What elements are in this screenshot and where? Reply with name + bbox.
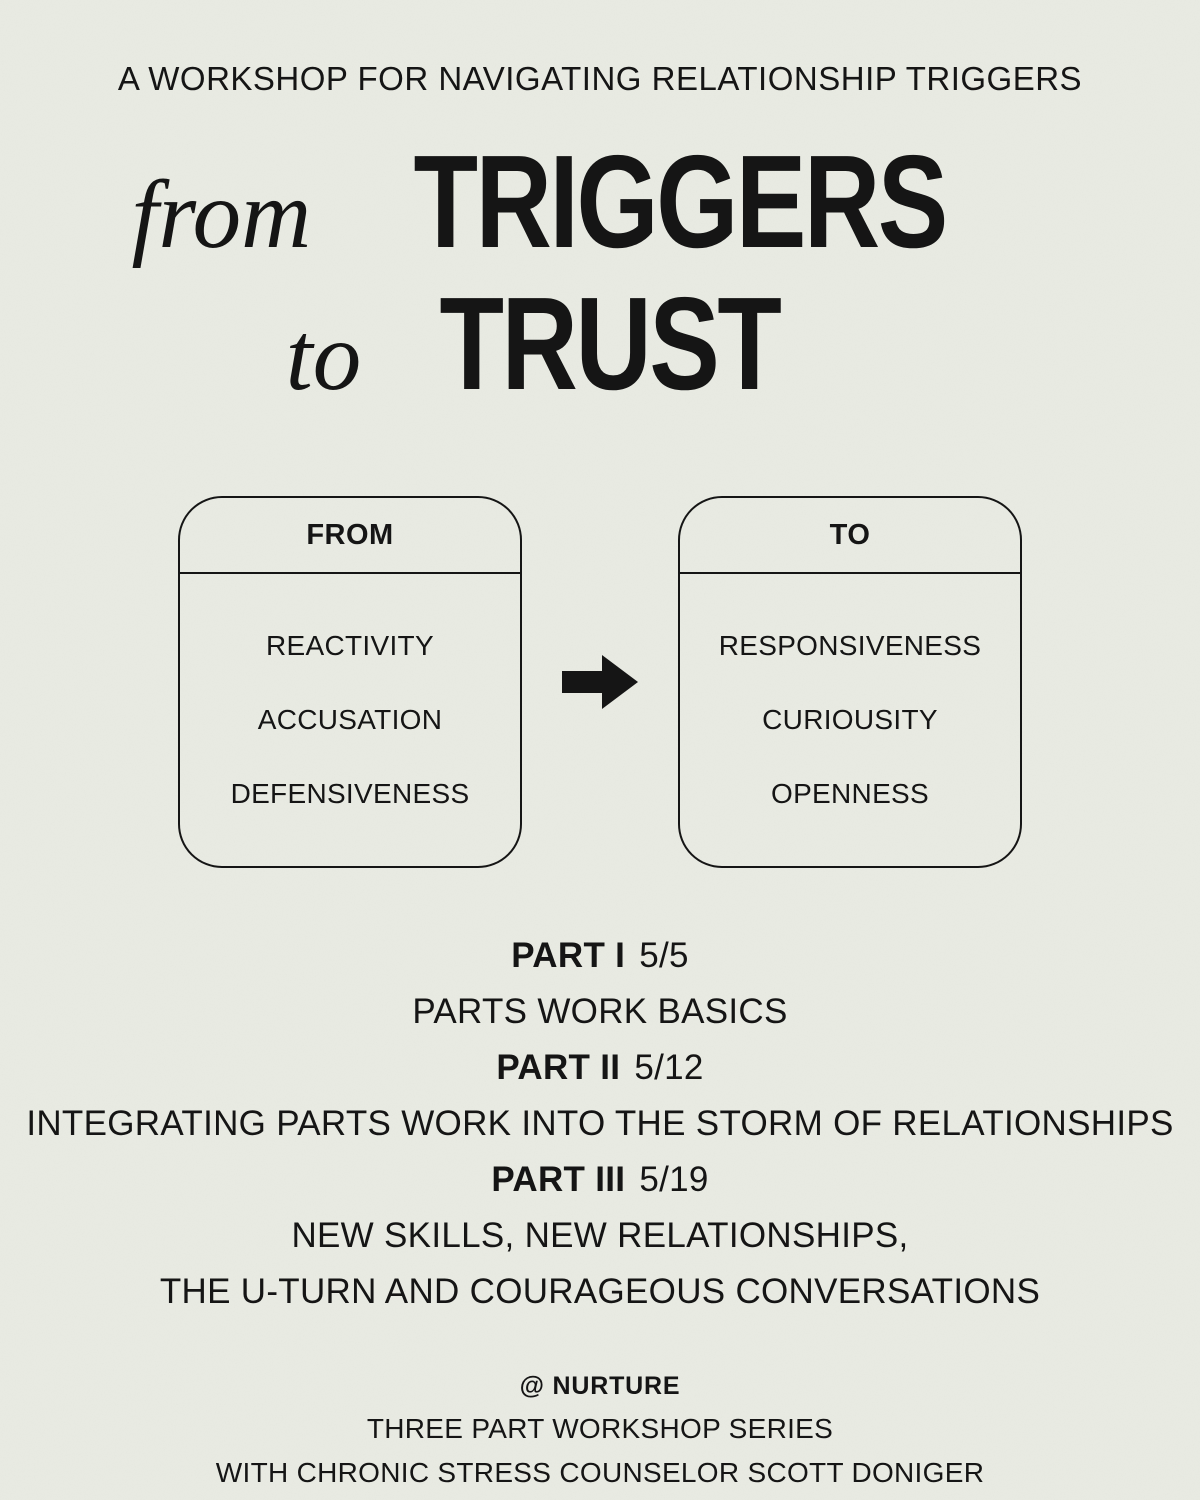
schedule-part3-description-line2: THE U-TURN AND COURAGEOUS CONVERSATIONS: [159, 1272, 1041, 1311]
schedule-part2-heading: PART II 5/12: [0, 1040, 1200, 1096]
part2-label: PART II: [496, 1048, 621, 1087]
from-box-header: FROM: [180, 498, 520, 574]
title-word-triggers: TRIGGERS: [413, 128, 949, 275]
series-label: THREE PART WORKSHOP SERIES: [366, 1413, 834, 1444]
schedule-part3-description-line1: NEW SKILLS, NEW RELATIONSHIPS,: [291, 1216, 909, 1255]
from-item-accusation: ACCUSATION: [257, 704, 443, 735]
to-item-responsiveness: RESPONSIVENESS: [718, 630, 982, 661]
from-box-items: REACTIVITY ACCUSATION DEFENSIVENESS: [180, 574, 520, 866]
venue-label: @ NURTURE: [519, 1372, 681, 1400]
schedule-part3-heading: PART III 5/19: [0, 1152, 1200, 1208]
part3-date: 5/19: [639, 1160, 709, 1199]
from-item-defensiveness: DEFENSIVENESS: [230, 778, 470, 809]
arrow-right-icon: [562, 655, 638, 709]
arrow-head: [602, 655, 638, 709]
part2-date: 5/12: [634, 1048, 704, 1087]
part1-date: 5/5: [639, 936, 689, 975]
title-word-to: to: [285, 303, 362, 410]
to-item-curiousity: CURIOUSITY: [762, 704, 938, 735]
to-item-openness: OPENNESS: [771, 778, 929, 809]
title-word-from: from: [131, 161, 312, 268]
comparison-diagram: FROM REACTIVITY ACCUSATION DEFENSIVENESS…: [0, 496, 1200, 868]
schedule-part1-heading: PART I 5/5: [0, 928, 1200, 984]
facilitator-label: WITH CHRONIC STRESS COUNSELOR SCOTT DONI…: [215, 1457, 985, 1488]
to-box: TO RESPONSIVENESS CURIOUSITY OPENNESS: [678, 496, 1022, 868]
title-word-trust: TRUST: [439, 270, 782, 417]
from-box: FROM REACTIVITY ACCUSATION DEFENSIVENESS: [178, 496, 522, 868]
to-box-header: TO: [680, 498, 1020, 574]
poster-title: from TRIGGERS to TRUST: [0, 136, 1200, 410]
schedule-part2-description: INTEGRATING PARTS WORK INTO THE STORM OF…: [26, 1104, 1174, 1143]
part1-label: PART I: [511, 936, 626, 975]
title-line-from-triggers: from TRIGGERS: [0, 136, 1172, 268]
to-box-items: RESPONSIVENESS CURIOUSITY OPENNESS: [680, 574, 1020, 866]
part3-label: PART III: [491, 1160, 626, 1199]
schedule-part1-description: PARTS WORK BASICS: [412, 992, 788, 1031]
poster-tagline: A WORKSHOP FOR NAVIGATING RELATIONSHIP T…: [117, 60, 1083, 97]
poster-footer: @ NURTURE THREE PART WORKSHOP SERIES WIT…: [0, 1372, 1200, 1489]
title-line-to-trust: to TRUST: [0, 278, 1154, 410]
from-item-reactivity: REACTIVITY: [266, 630, 434, 661]
arrow-stem: [562, 671, 602, 693]
